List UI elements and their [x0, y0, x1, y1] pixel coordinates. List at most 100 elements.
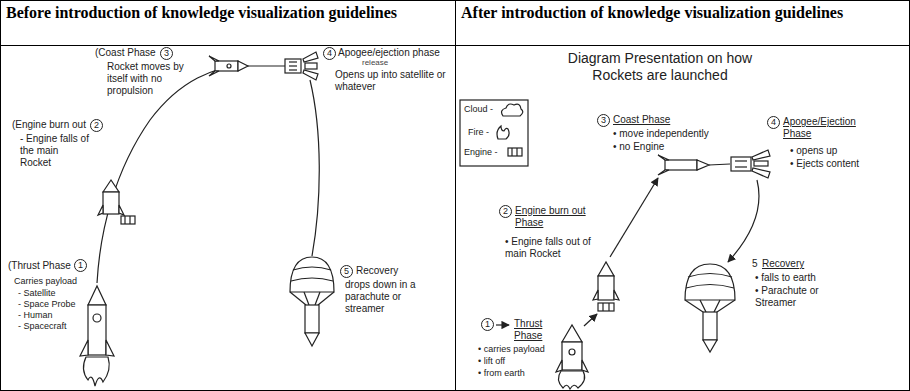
rocket-sketch — [658, 155, 669, 160]
engine-symbol — [516, 148, 517, 156]
rocket-sketch — [98, 180, 135, 224]
engine-symbol — [511, 148, 512, 156]
satellite-sketch — [731, 150, 770, 178]
rocket-sketch — [121, 216, 135, 224]
satellite-sketch — [735, 166, 747, 167]
list-item: - Satellite — [18, 288, 56, 299]
parachute-sketch — [685, 264, 735, 352]
step-number: 2 — [90, 119, 103, 132]
engine-symbol — [508, 148, 522, 156]
parachute-sketch — [318, 292, 334, 305]
parachute-sketch — [291, 278, 333, 281]
drawing-cell: Diagram Presentation on how Rockets are … — [455, 45, 910, 391]
rocket-sketch — [608, 303, 609, 311]
rocket-sketch — [83, 357, 109, 386]
rocket-sketch — [598, 303, 614, 311]
legend-text: Fire - — [468, 127, 489, 138]
rocket-sketch — [697, 160, 709, 170]
phase-heading: Engine burn out Phase — [515, 205, 600, 229]
satellite-sketch — [303, 52, 318, 62]
parachute-sketch — [290, 257, 334, 346]
parachute-sketch — [703, 340, 717, 352]
rocket-sketch — [602, 303, 603, 311]
legend-text: Cloud - — [464, 104, 493, 115]
rocket-sketch — [614, 290, 619, 300]
parachute-sketch — [315, 292, 320, 305]
parachute-sketch — [714, 300, 720, 312]
step-number: 1 — [74, 259, 87, 272]
step-number: 5 — [752, 258, 758, 270]
fire-symbol — [497, 126, 509, 139]
rocket-sketch — [582, 360, 588, 372]
bullet-note: • carries payload — [478, 344, 545, 355]
rocket-sketch — [593, 290, 598, 300]
rocket-sketch — [227, 64, 231, 68]
rocket-sketch — [209, 71, 219, 76]
legend: Cloud -Fire -Engine - — [464, 102, 524, 162]
satellite-sketch — [754, 161, 768, 166]
bullet-note: • falls to earth — [755, 272, 816, 284]
column-heading: Before introduction of knowledge visuali… — [6, 4, 450, 22]
header-cell: After introduction of knowledge visualiz… — [455, 0, 910, 46]
rocket-sketch — [103, 192, 119, 214]
phase-heading: Recovery — [356, 265, 398, 277]
step-number: 2 — [499, 205, 512, 218]
rocket-sketch — [215, 61, 238, 71]
rocket-sketch — [709, 164, 730, 165]
rocket-sketch — [80, 340, 88, 356]
phase-heading: Apogee/ejection phase — [338, 47, 440, 59]
header-cell: Before introduction of knowledge visuali… — [0, 0, 456, 46]
rocket-sketch — [558, 371, 584, 389]
satellite-sketch — [285, 52, 318, 80]
column-heading: After introduction of knowledge visualiz… — [461, 4, 905, 22]
engine-symbol — [508, 148, 522, 156]
parachute-sketch — [293, 267, 331, 270]
rocket-sketch — [103, 180, 119, 192]
inserted-word: release — [362, 58, 388, 68]
phase-note: Carries payload — [14, 276, 77, 287]
rocket-sketch — [209, 56, 248, 76]
bullet-note: • from earth — [478, 368, 525, 379]
satellite-sketch — [289, 61, 297, 62]
rocket-sketch — [129, 216, 130, 224]
phase-note: Opens up into satellite or whatever — [335, 69, 447, 93]
step-number: 5 — [340, 265, 353, 278]
flow-arrow — [728, 180, 759, 262]
rocket-sketch — [93, 314, 101, 322]
cloud-symbol — [502, 104, 523, 116]
step-number: 3 — [160, 47, 173, 60]
bullet-note: • opens up — [790, 145, 837, 157]
fire-symbol — [497, 126, 509, 139]
list-item: - Human — [18, 310, 53, 321]
satellite-sketch — [305, 63, 317, 69]
satellite-sketch — [285, 59, 301, 73]
rocket-sketch — [598, 276, 614, 300]
phase-note: drops down in a parachute or streamer — [345, 279, 423, 315]
rocket-sketch — [598, 262, 614, 276]
rocket-sketch — [562, 342, 582, 370]
legend-box — [460, 100, 528, 166]
satellite-sketch — [303, 70, 318, 80]
phase-heading: (Thrust Phase — [8, 260, 71, 272]
rocket-sketch — [209, 56, 219, 61]
parachute-sketch — [290, 257, 334, 292]
rocket-sketch — [98, 205, 103, 215]
parachute-sketch — [305, 305, 319, 333]
step-number: 4 — [323, 47, 336, 60]
drawing-title: Diagram Presentation on how Rockets are … — [555, 50, 765, 84]
list-item: - Space Probe — [18, 299, 76, 310]
phase-heading: Thrust Phase — [514, 318, 556, 342]
phase-heading: Apogee/Ejection Phase — [783, 116, 871, 140]
phase-note: - Engine falls of the main Rocket — [20, 133, 92, 169]
flow-arrow — [496, 178, 759, 326]
rocket-sketch — [124, 216, 125, 224]
rocket-sketch — [569, 349, 575, 355]
rocket-sketch — [88, 286, 106, 305]
rocket-sketch — [658, 170, 669, 175]
satellite-sketch — [289, 69, 297, 70]
trajectory-arc — [97, 66, 319, 283]
phase-heading: Recovery — [762, 258, 804, 270]
satellite-sketch — [752, 150, 770, 160]
parachute-sketch — [686, 285, 734, 289]
